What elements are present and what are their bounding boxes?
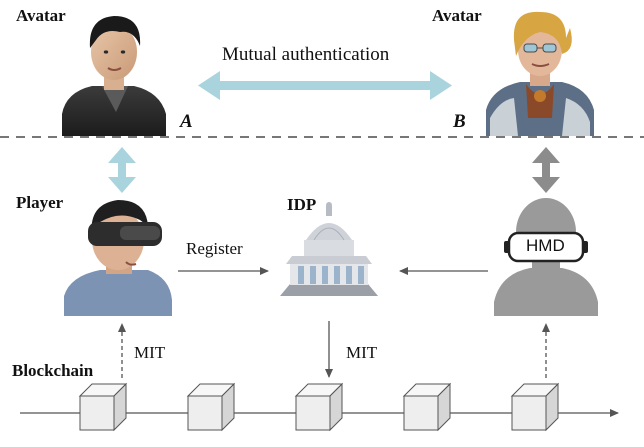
hmd-user-silhouette-icon <box>494 198 598 316</box>
blockchain-block <box>294 382 344 432</box>
fantasy-avatar-icon <box>486 11 594 136</box>
government-building-icon <box>280 202 378 296</box>
male-avatar-icon <box>62 16 166 136</box>
mit-center-label: MIT <box>346 343 378 362</box>
hmd-label: HMD <box>526 236 565 255</box>
mit-left-label: MIT <box>134 343 166 362</box>
point-a-label: A <box>180 111 193 132</box>
blockchain-label: Blockchain <box>12 361 94 380</box>
mutual-auth-arrow <box>198 71 452 100</box>
avatar-player-link-arrow <box>108 147 136 193</box>
avatar-left-label: Avatar <box>16 6 66 25</box>
avatar-hmd-link-arrow <box>532 147 560 193</box>
vr-player-photo <box>64 200 172 316</box>
avatar-right-label: Avatar <box>432 6 482 25</box>
blockchain-block <box>402 382 452 432</box>
blockchain-block <box>78 382 128 432</box>
idp-label: IDP <box>287 195 317 214</box>
player-label: Player <box>16 193 64 212</box>
mutual-authentication-label: Mutual authentication <box>222 44 390 65</box>
register-label: Register <box>186 239 243 258</box>
blockchain-block <box>510 382 560 432</box>
blockchain-blocks <box>78 382 560 432</box>
point-b-label: B <box>453 111 466 132</box>
blockchain-block <box>186 382 236 432</box>
